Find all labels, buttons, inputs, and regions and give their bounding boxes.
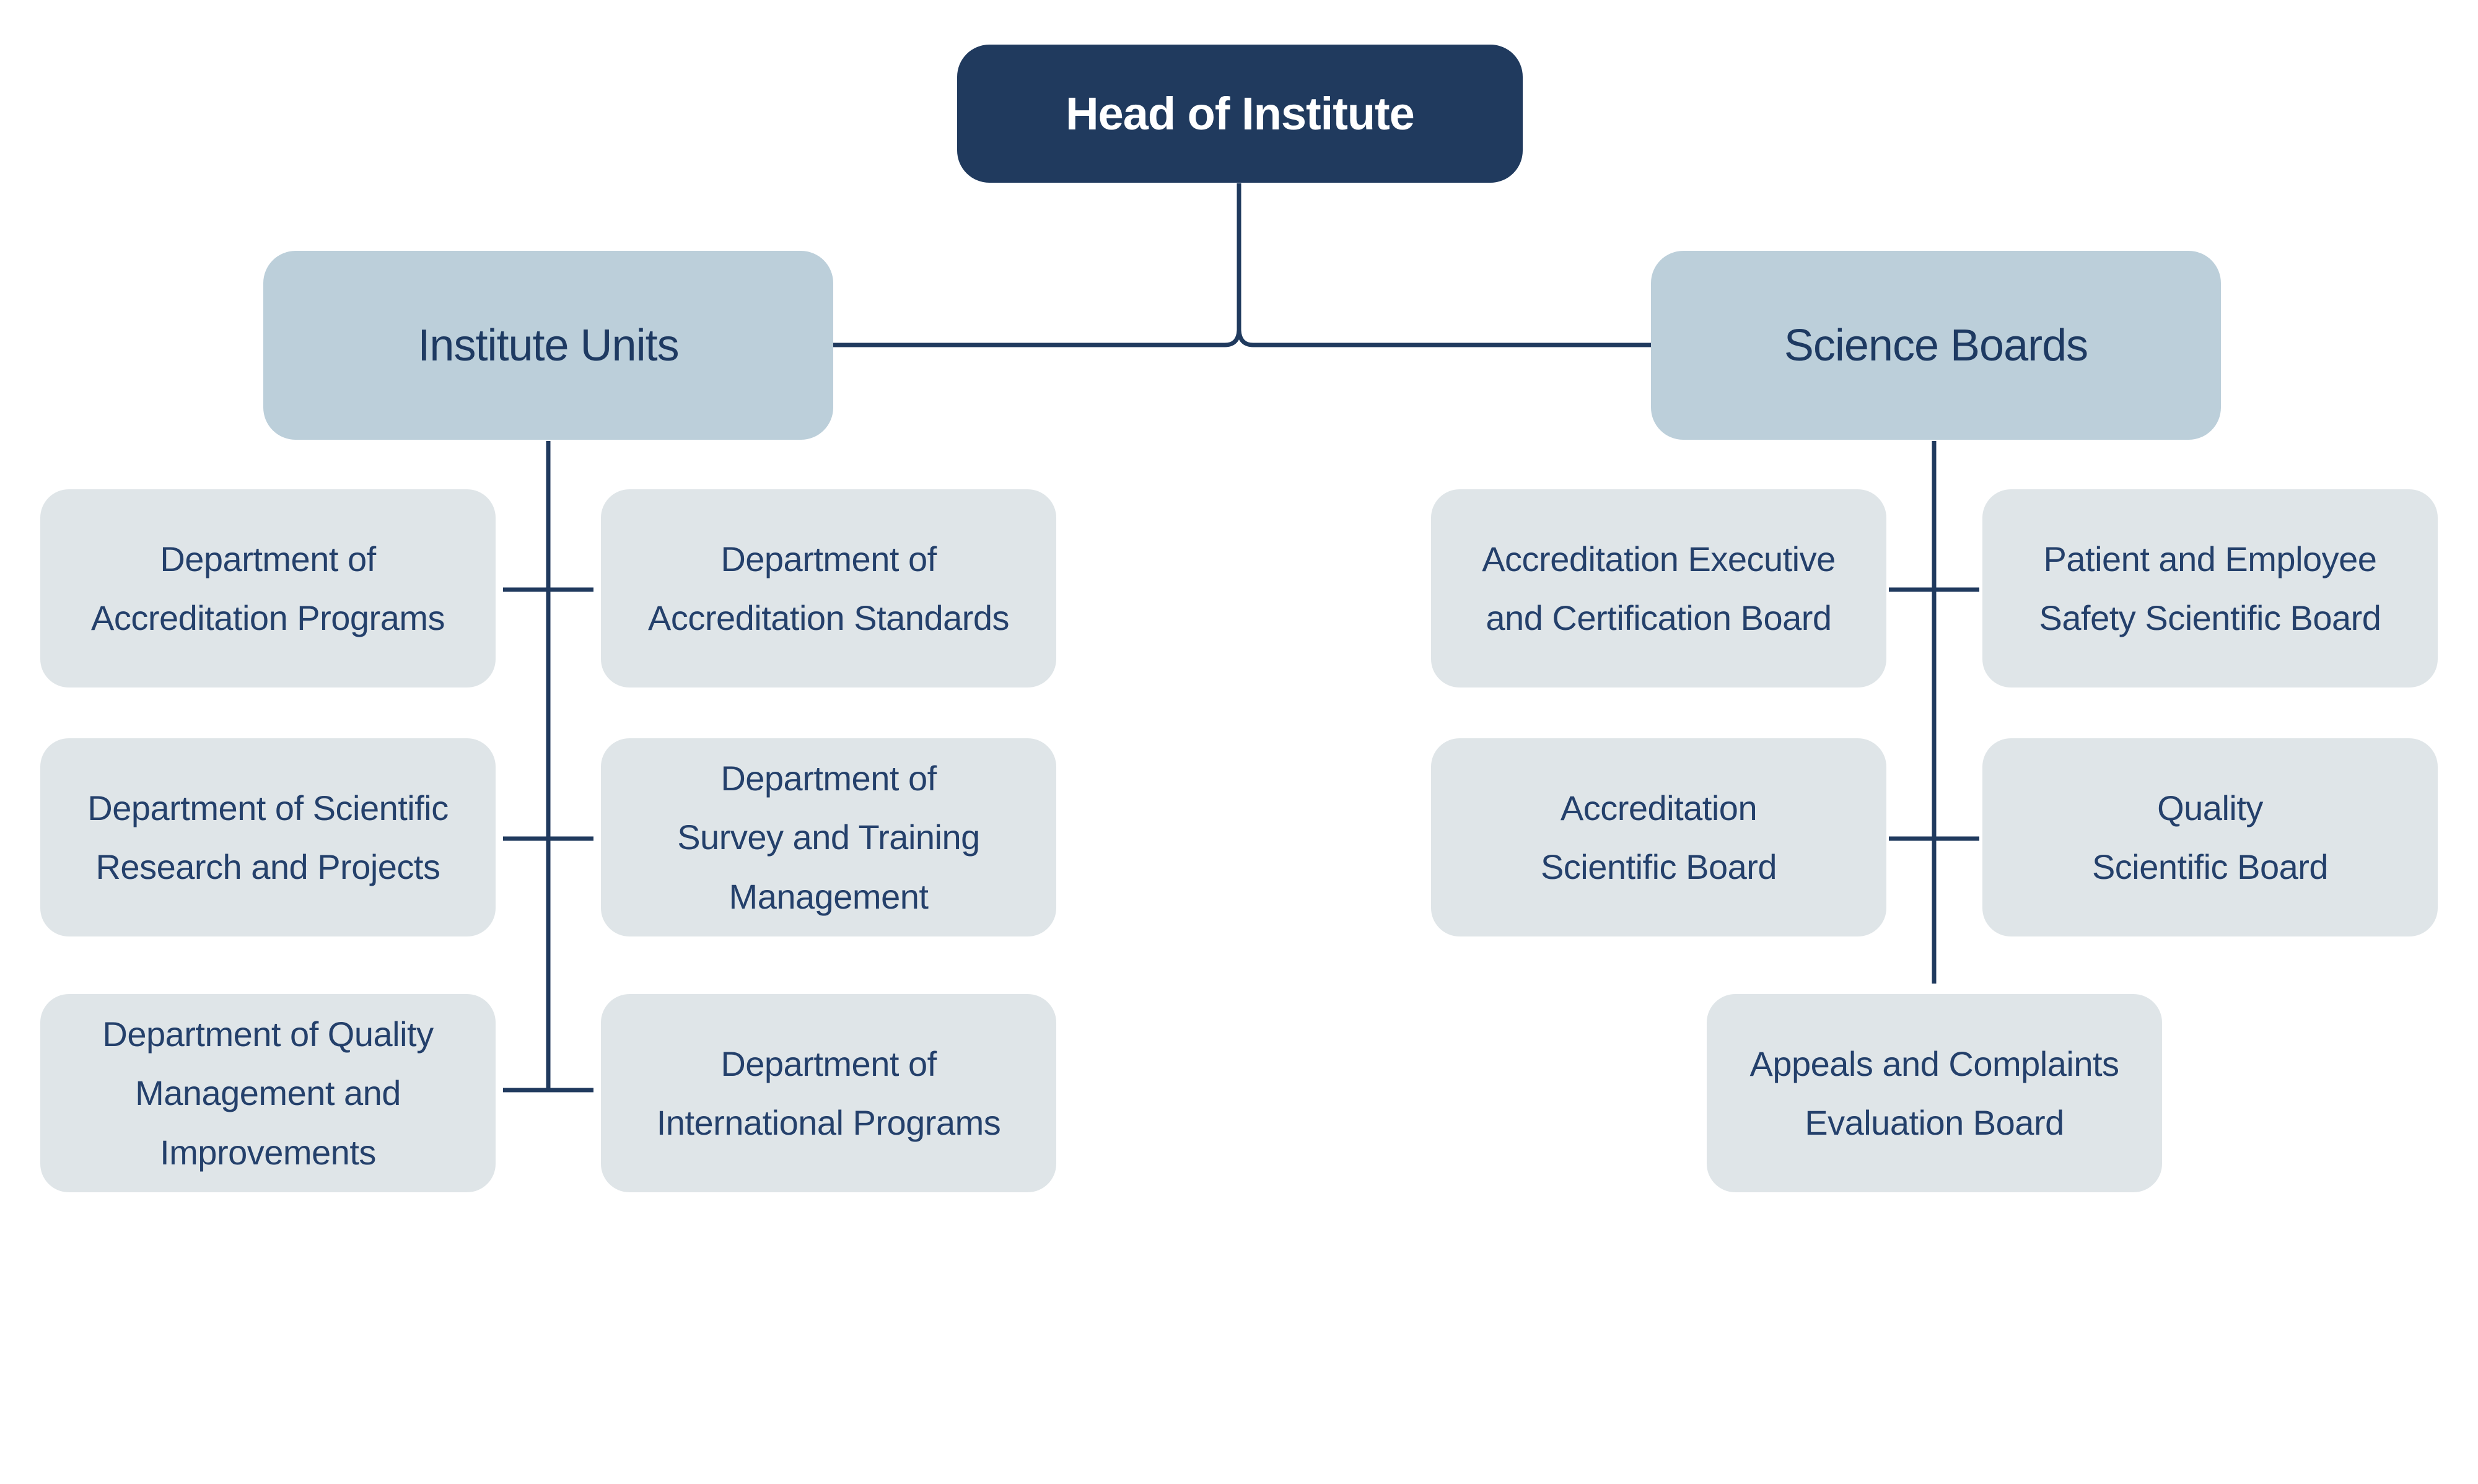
node-dept-survey-training-management: Department of Survey and Training Manage… [601,738,1056,936]
node-label: Appeals and Complaints Evaluation Board [1749,1044,2119,1142]
node-science-boards: Science Boards [1651,251,2221,440]
node-label: Department of Quality Management and Imp… [102,1015,434,1172]
node-board-patient-employee-safety: Patient and Employee Safety Scientific B… [1982,489,2438,687]
node-board-accreditation-scientific: Accreditation Scientific Board [1431,738,1886,936]
node-board-quality-scientific: Quality Scientific Board [1982,738,2438,936]
node-board-accreditation-executive-certification: Accreditation Executive and Certificatio… [1431,489,1886,687]
node-head-of-institute: Head of Institute [957,45,1523,183]
node-label: Head of Institute [1066,88,1415,139]
node-label: Patient and Employee Safety Scientific B… [2039,539,2381,637]
node-label: Science Boards [1784,320,2088,370]
node-dept-international-programs: Department of International Programs [601,994,1056,1192]
node-label: Quality Scientific Board [2091,788,2329,886]
node-board-appeals-complaints-evaluation: Appeals and Complaints Evaluation Board [1707,994,2162,1192]
node-dept-accreditation-standards: Department of Accreditation Standards [601,489,1056,687]
node-label: Department of Accreditation Standards [647,539,1010,637]
node-label: Accreditation Scientific Board [1540,788,1777,886]
node-institute-units: Institute Units [263,251,833,440]
node-label: Department of Scientific Research and Pr… [87,788,449,886]
connector-head-left [833,183,1241,347]
node-dept-quality-management-improvements: Department of Quality Management and Imp… [40,994,496,1192]
node-label: Department of Survey and Training Manage… [677,759,980,916]
node-dept-accreditation-programs: Department of Accreditation Programs [40,489,496,687]
node-label: Accreditation Executive and Certificatio… [1482,539,1836,637]
node-label: Institute Units [418,320,679,370]
node-label: Department of Accreditation Programs [90,539,445,637]
node-label: Department of International Programs [656,1044,1001,1142]
connector-head-right [1237,183,1651,347]
node-dept-scientific-research-projects: Department of Scientific Research and Pr… [40,738,496,936]
